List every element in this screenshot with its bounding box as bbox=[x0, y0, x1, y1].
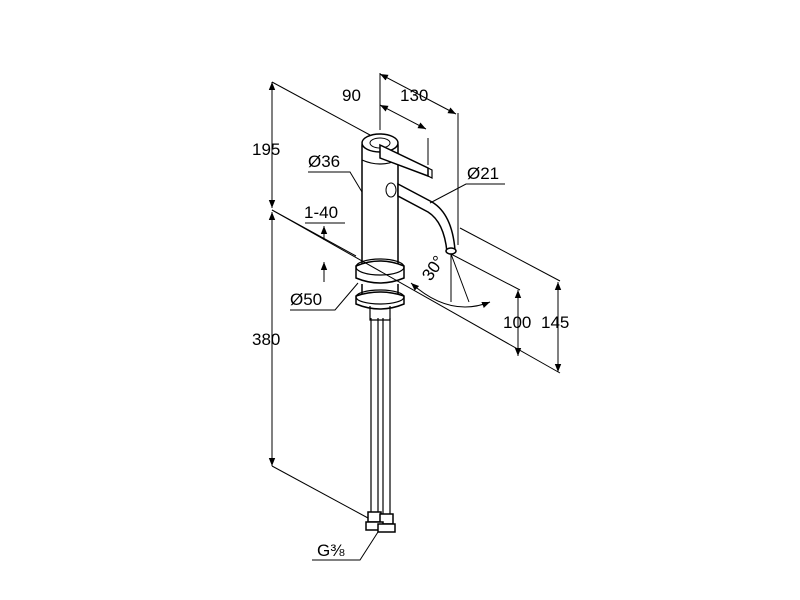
dim-vertical-right bbox=[271, 209, 562, 374]
dim-counter-thickness bbox=[305, 222, 345, 282]
lever-handle bbox=[379, 143, 433, 179]
leader-d21 bbox=[429, 183, 505, 204]
base-mount bbox=[355, 258, 405, 321]
dim-label-145: 145 bbox=[541, 313, 569, 332]
dim-label-90: 90 bbox=[342, 86, 361, 105]
leader-d36 bbox=[308, 171, 363, 193]
dim-label-g38: G⅜ bbox=[317, 541, 345, 560]
leader-thread bbox=[312, 531, 379, 561]
dim-label-130: 130 bbox=[400, 86, 428, 105]
dim-label-30deg: 30° bbox=[418, 252, 448, 284]
leader-d50 bbox=[290, 282, 359, 311]
dim-angle bbox=[410, 253, 491, 308]
dim-label-d36: Ø36 bbox=[308, 152, 340, 171]
dim-label-100: 100 bbox=[503, 313, 531, 332]
dim-label-d50: Ø50 bbox=[290, 290, 322, 309]
spout bbox=[385, 182, 457, 255]
supply-hoses bbox=[365, 318, 396, 533]
dim-top bbox=[379, 73, 459, 245]
dim-label-195: 195 bbox=[252, 140, 280, 159]
dim-label-1-40: 1-40 bbox=[304, 203, 338, 222]
dim-label-380: 380 bbox=[252, 330, 280, 349]
dim-label-d21: Ø21 bbox=[467, 164, 499, 183]
